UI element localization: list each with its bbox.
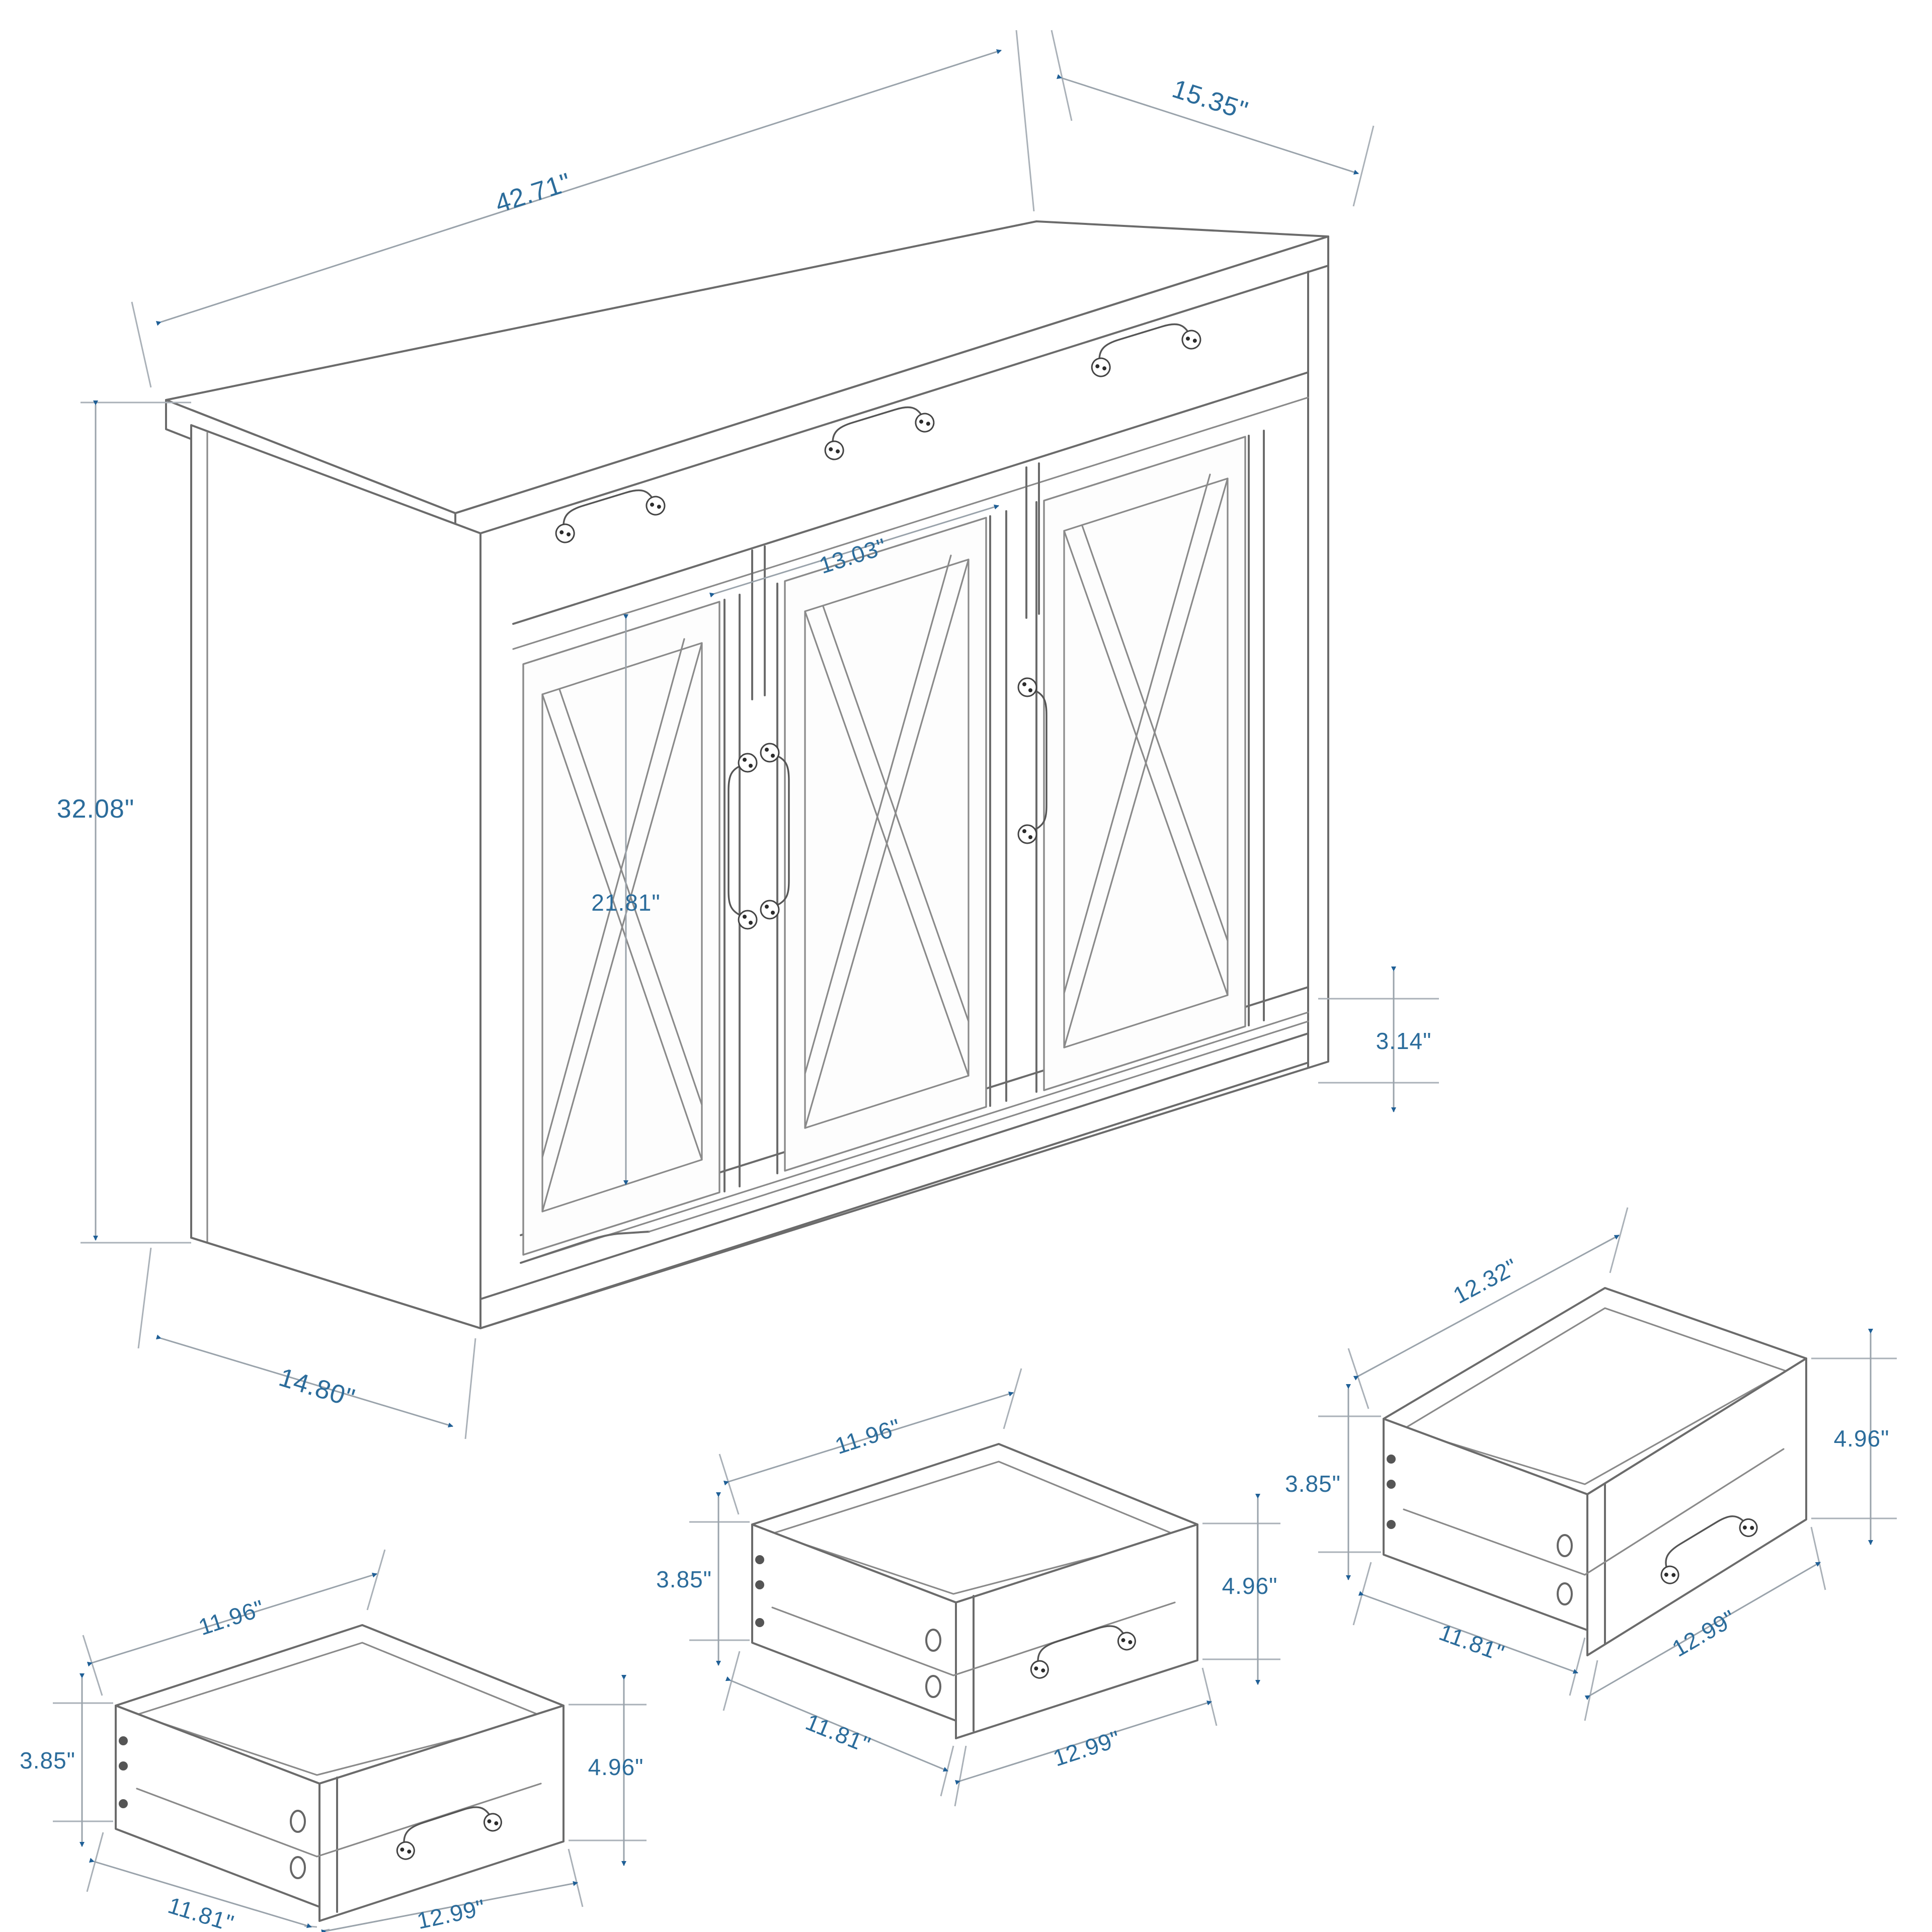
d3-label-3-85: 3.85" — [20, 1747, 75, 1774]
d3-label-4-96: 4.96" — [588, 1754, 644, 1780]
drawer2-dowel-2 — [755, 1580, 764, 1589]
d2-label-3-85: 3.85" — [656, 1566, 712, 1592]
drawer1-dowel-1 — [1387, 1455, 1396, 1464]
d3-ext-j — [568, 1848, 584, 1907]
ext-1480-b — [464, 1338, 476, 1439]
drawer3-handle[interactable] — [391, 1800, 504, 1862]
drawer2-dowel-1 — [755, 1555, 764, 1564]
door-row-bottom-rail — [520, 1011, 1309, 1264]
drawer2-bottom-line — [771, 1606, 954, 1676]
drawer-middle: 11.96" 3.85" 4.96" 11.81" 12.99" — [656, 1368, 1280, 1807]
d3-label-12-99: 12.99" — [415, 1894, 488, 1932]
ext-1480-a — [137, 1247, 152, 1349]
drawer1-bottom-line — [1403, 1508, 1586, 1576]
dim-line-13-03 — [709, 504, 999, 598]
ext-42-a — [131, 301, 152, 388]
toe-kick-lower-edge — [479, 1032, 1309, 1300]
d1-ext-i — [1584, 1660, 1598, 1721]
dim-label-door-height: 21.81" — [591, 890, 660, 916]
d2-dim-1196 — [723, 1391, 1014, 1486]
d1-dim-1299 — [1584, 1561, 1821, 1700]
ext-42-b — [1015, 30, 1035, 212]
d2-dim-1299 — [954, 1700, 1212, 1785]
d2-label-4-96: 4.96" — [1222, 1573, 1278, 1599]
drawer2-dowel-3 — [755, 1618, 764, 1627]
drawer1-cam-hole-1 — [1557, 1534, 1573, 1557]
d3-ext-a — [82, 1635, 103, 1696]
drawer2-cam-hole-1 — [925, 1629, 941, 1652]
drawer3-dowel-3 — [119, 1799, 128, 1808]
cabinet-left-panel-bottom — [190, 1237, 481, 1329]
d2-label-12-99: 12.99" — [1050, 1725, 1124, 1772]
dim-label-height: 32.08" — [57, 794, 135, 824]
d1-label-4-96: 4.96" — [1834, 1425, 1890, 1452]
drawer2-handle[interactable] — [1025, 1619, 1138, 1680]
dim-line-42-71 — [155, 49, 1002, 326]
drawer-top-right: 12.32" 3.85" 4.96" 11.81" 12.99" — [1285, 1207, 1897, 1721]
drawer1-bottom-line-2 — [1584, 1448, 1785, 1576]
d1-ext-h — [1569, 1637, 1586, 1696]
door-handle-right[interactable] — [1017, 677, 1048, 844]
drawer-handle-middle[interactable] — [820, 400, 936, 462]
dim-line-15-35 — [1056, 74, 1359, 175]
d3-dim-1299 — [321, 1881, 578, 1932]
dim-label-toe-kick: 3.14" — [1376, 1028, 1432, 1054]
d1-ext-b — [1609, 1207, 1629, 1273]
drawer-bottom-left: 11.96" 3.85" 4.96" 11.81" 12.99" — [20, 1549, 647, 1932]
d2-dim-1181 — [725, 1676, 948, 1772]
cabinet-bottom-front-edge — [479, 1062, 1309, 1329]
dim-label-width: 42.71" — [492, 168, 575, 219]
drawer-handle-right[interactable] — [1086, 317, 1203, 379]
drawer1-dowel-3 — [1387, 1520, 1396, 1529]
d1-dim-1181 — [1358, 1591, 1578, 1674]
drawer-handle-left[interactable] — [550, 483, 667, 545]
dim-line-14-80 — [155, 1334, 453, 1428]
cabinet-door-middle[interactable] — [784, 517, 987, 1172]
d2-ext-b — [1003, 1368, 1022, 1429]
d3-dim-1196 — [87, 1572, 377, 1667]
door-handle-middle[interactable] — [760, 743, 790, 920]
drawer-row-bottom-line — [512, 371, 1309, 625]
d1-label-12-32: 12.32" — [1449, 1253, 1522, 1309]
d3-ext-b — [366, 1549, 386, 1611]
drawer1-dowel-2 — [1387, 1480, 1396, 1489]
d1-ext-a — [1347, 1348, 1370, 1409]
d2-ext-j — [1201, 1667, 1218, 1726]
drawer3-bottom-line — [136, 1788, 318, 1858]
door-handle-left[interactable] — [728, 753, 758, 930]
d2-label-11-96: 11.96" — [832, 1413, 904, 1459]
toe-kick-top-edge — [648, 1020, 1309, 1233]
d1-label-11-81: 11.81" — [1436, 1619, 1508, 1667]
cabinet-left-side-panel — [190, 424, 481, 1329]
cabinet-door-right[interactable] — [1043, 436, 1246, 1091]
d3-label-11-81: 11.81" — [165, 1892, 237, 1932]
cabinet-body — [165, 220, 1329, 1329]
ext-15-b — [1352, 125, 1375, 207]
dim-label-depth: 15.35" — [1169, 74, 1252, 126]
d1-label-12-99: 12.99" — [1667, 1604, 1740, 1662]
ext-15-a — [1051, 30, 1073, 121]
d1-label-3-85: 3.85" — [1285, 1471, 1341, 1497]
d1-ext-g — [1352, 1562, 1372, 1626]
d3-label-11-96: 11.96" — [195, 1594, 268, 1640]
cabinet-door-left[interactable] — [522, 601, 720, 1256]
d2-ext-i — [954, 1745, 967, 1807]
drawer3-dowel-2 — [119, 1761, 128, 1770]
d2-label-11-81: 11.81" — [802, 1709, 874, 1758]
toe-kick-curve-left — [520, 1231, 650, 1264]
d1-ext-j — [1810, 1526, 1826, 1590]
d3-dim-1181 — [89, 1858, 312, 1928]
dim-label-base-depth: 14.80" — [276, 1362, 359, 1413]
drawer3-cam-hole-1 — [290, 1810, 306, 1833]
d2-ext-a — [718, 1454, 740, 1515]
d1-dim-1232 — [1353, 1234, 1620, 1381]
drawer3-dowel-1 — [119, 1736, 128, 1745]
